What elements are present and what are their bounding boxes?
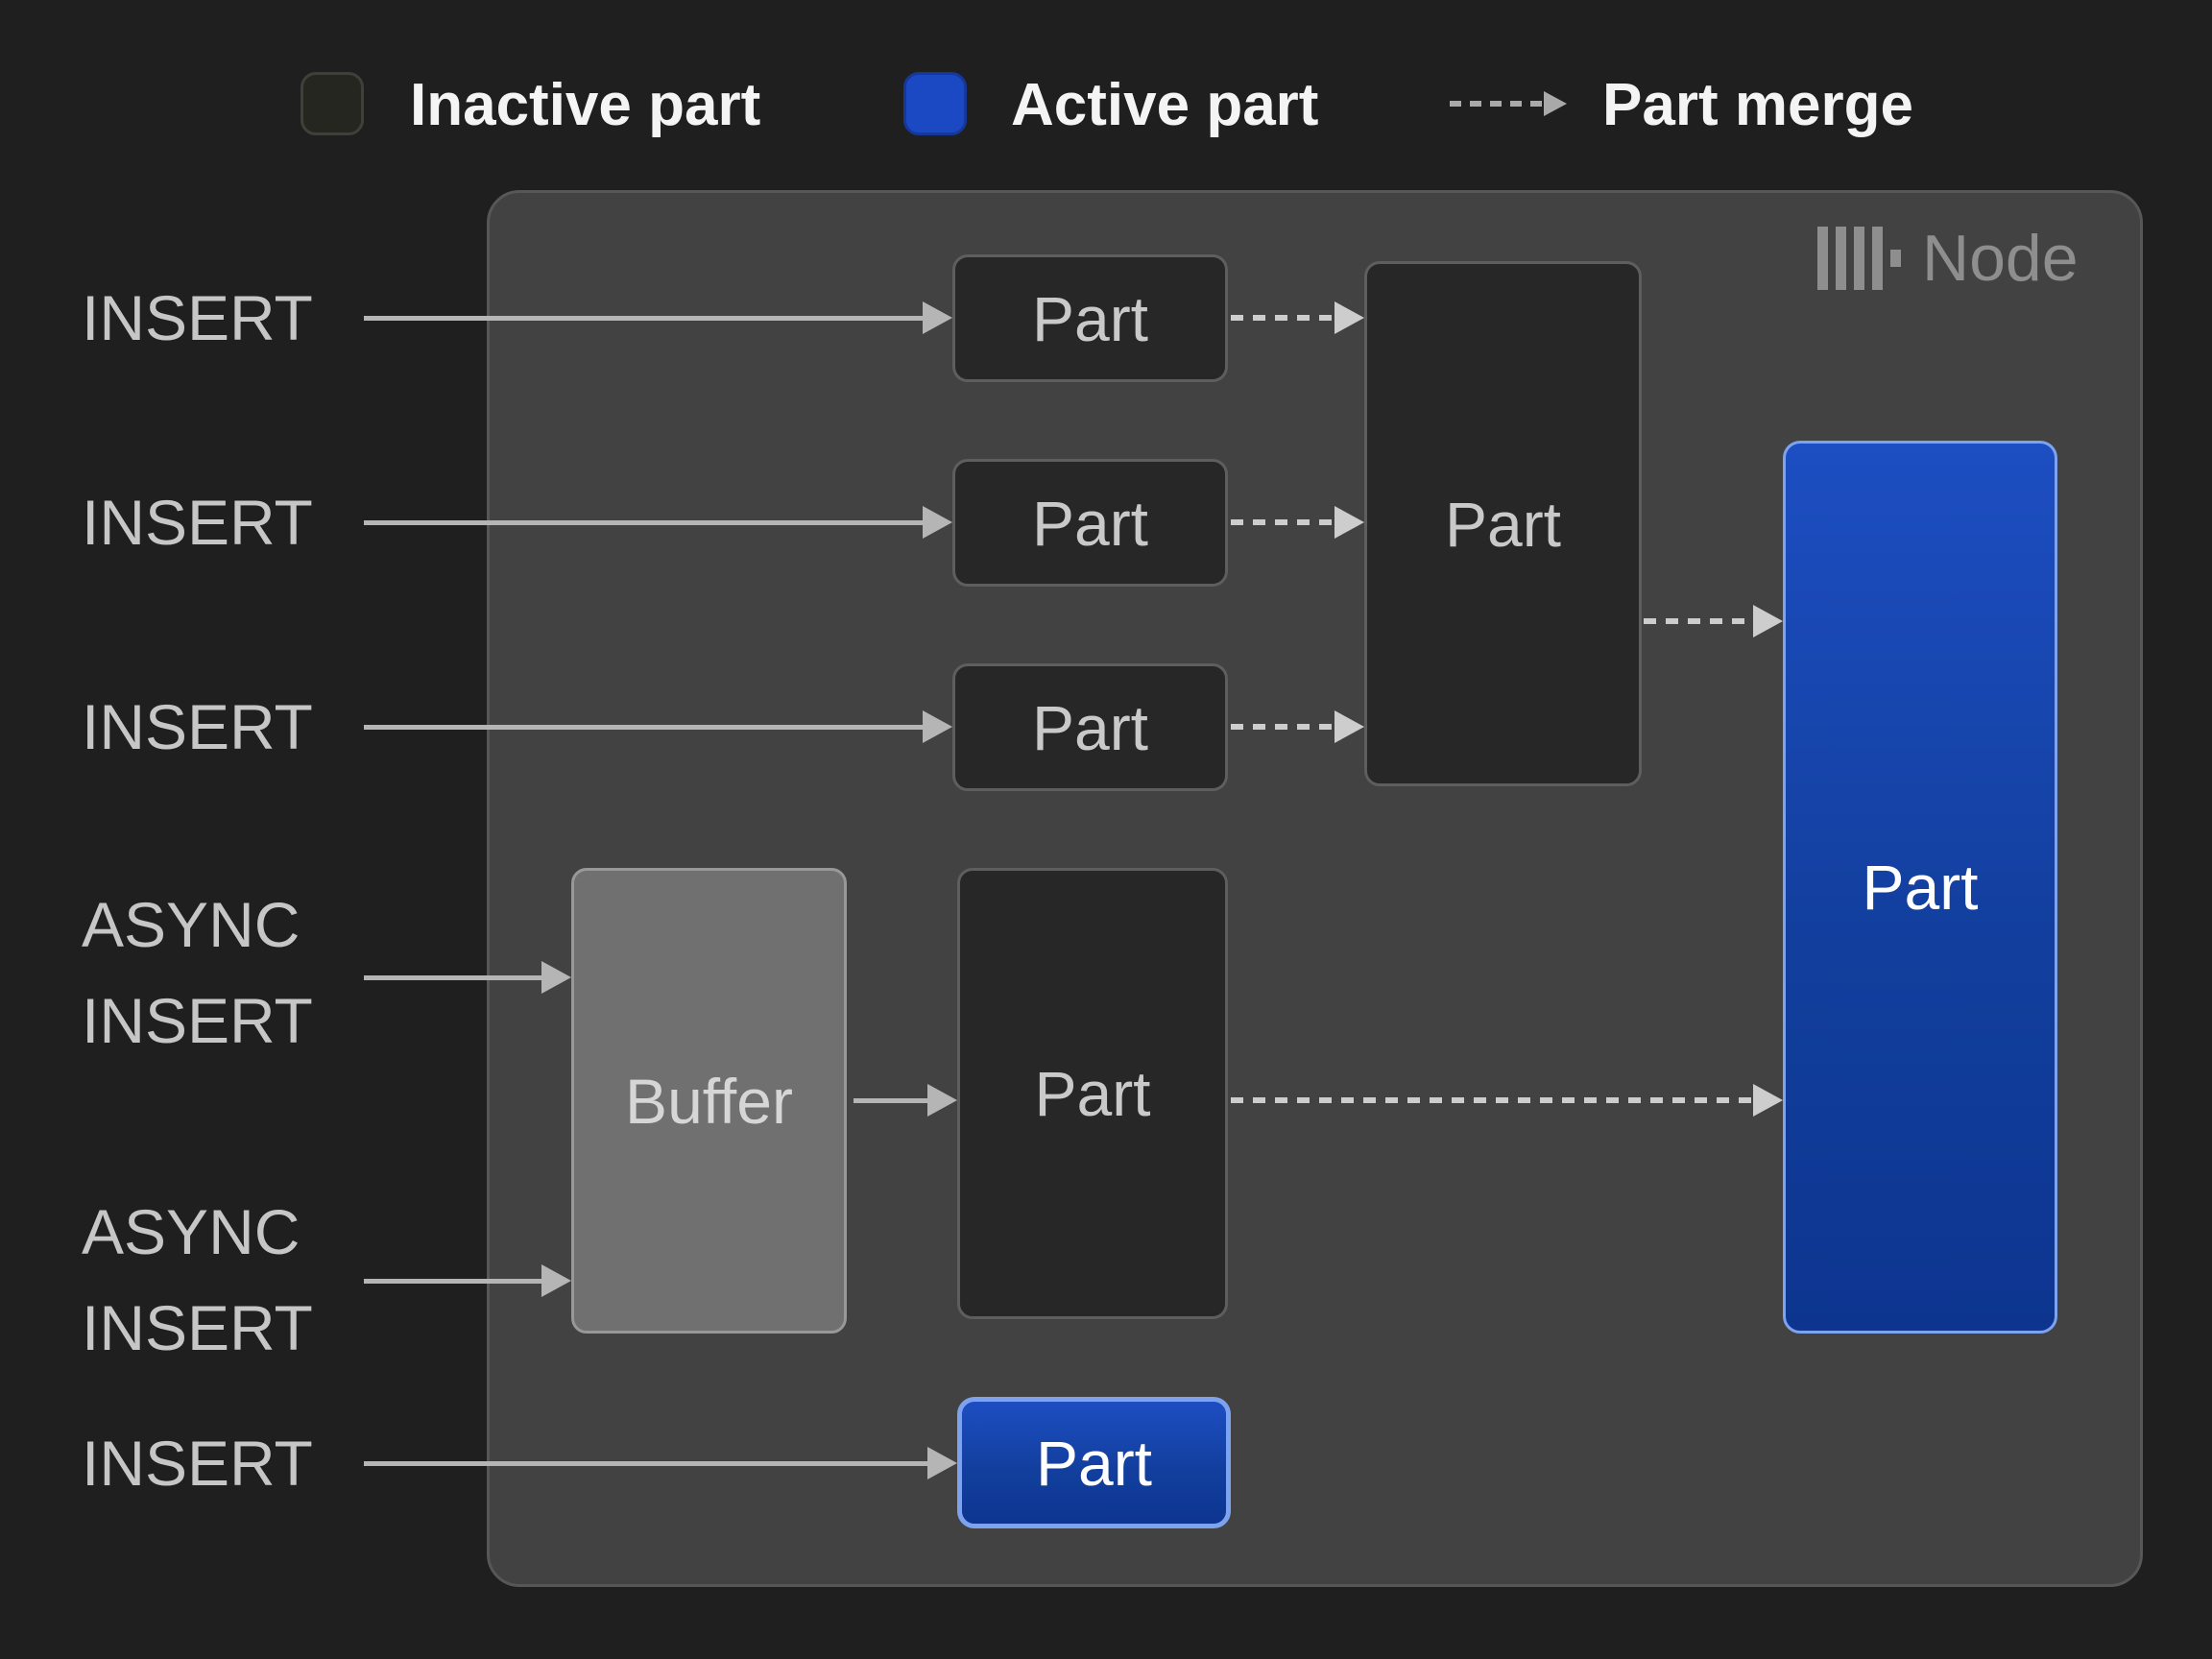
part-box-row3: Part xyxy=(952,663,1228,791)
merge-arrow-1 xyxy=(1231,301,1364,335)
legend-label-inactive: Inactive part xyxy=(410,72,761,138)
active-part-swatch xyxy=(903,72,967,135)
insert-label-1: INSERT xyxy=(82,282,313,353)
part-box-row1: Part xyxy=(952,254,1228,382)
arrow-head xyxy=(1544,91,1567,116)
part-box-row2: Part xyxy=(952,459,1228,587)
merge-arrow-async-to-active xyxy=(1231,1083,1783,1118)
arrow-shaft xyxy=(1450,101,1544,107)
legend-label-merge: Part merge xyxy=(1602,72,1913,138)
node-title-label: Node xyxy=(1922,222,2079,295)
async-insert-arrow-1 xyxy=(364,960,571,995)
insert-arrow-3 xyxy=(364,709,952,744)
insert-label-2: INSERT xyxy=(82,487,313,558)
legend-label-active: Active part xyxy=(1011,72,1319,138)
insert-label-4: INSERT xyxy=(82,1428,313,1499)
merge-arrow-3 xyxy=(1231,709,1364,744)
insert-arrow-1 xyxy=(364,301,952,335)
inactive-part-swatch xyxy=(301,72,364,135)
insert-arrow-4 xyxy=(364,1446,957,1480)
insert-arrow-2 xyxy=(364,505,952,540)
part-box-active-large: Part xyxy=(1783,441,2057,1334)
part-box-active-small: Part xyxy=(957,1397,1231,1528)
async-insert-arrow-2 xyxy=(364,1263,571,1298)
clickhouse-bars-icon xyxy=(1817,226,1901,291)
merge-arrow-to-active xyxy=(1644,604,1783,638)
dashed-arrow-right-icon xyxy=(1450,89,1567,118)
part-box-merged: Part xyxy=(1364,261,1642,786)
part-box-async: Part xyxy=(957,868,1228,1319)
async-insert-label-1: ASYNC INSERT xyxy=(82,889,313,1056)
insert-label-3: INSERT xyxy=(82,691,313,762)
buffer-box: Buffer xyxy=(571,868,847,1334)
buffer-flush-arrow xyxy=(854,1083,957,1118)
async-insert-label-2: ASYNC INSERT xyxy=(82,1196,313,1363)
node-title: Node xyxy=(1817,225,2079,292)
merge-arrow-2 xyxy=(1231,505,1364,540)
